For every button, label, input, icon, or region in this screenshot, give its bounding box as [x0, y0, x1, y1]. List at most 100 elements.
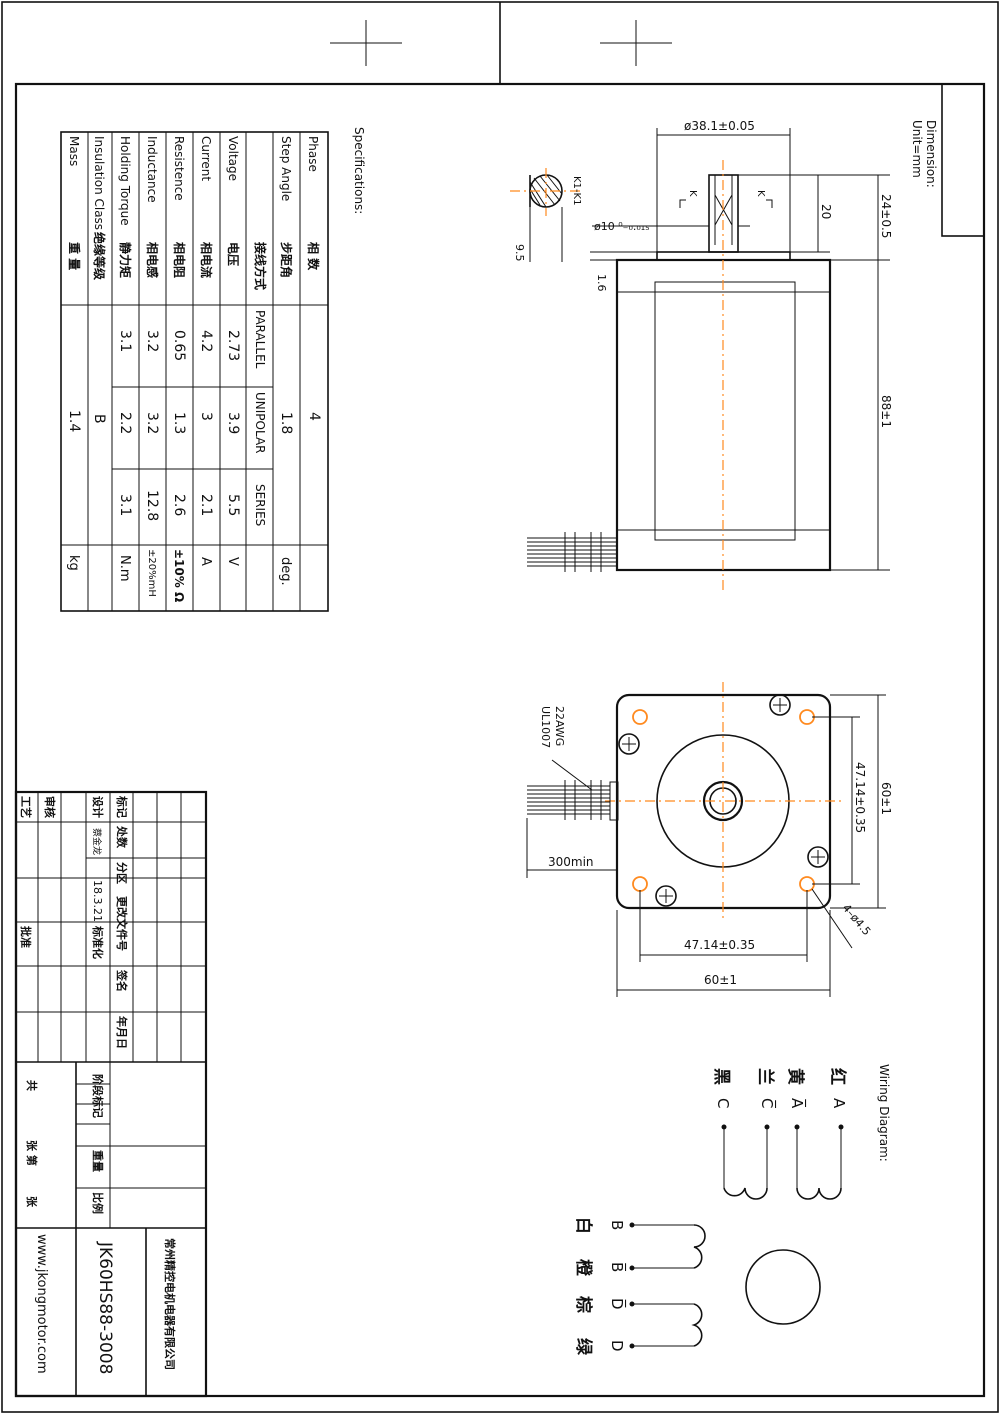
spec-mass-en: Mass — [67, 136, 81, 166]
terminal-a: A — [830, 1098, 848, 1109]
spec-phase-cn: 相 数 — [306, 242, 321, 271]
dim-lead-length: 300min — [548, 855, 594, 869]
spec-wiring-series: SERIES — [253, 484, 267, 526]
tb-label-change-doc: 更改文件号 — [115, 896, 129, 951]
spec-insulation-value: B — [91, 414, 107, 424]
spec-resistance-unit: ±10% Ω — [172, 549, 186, 602]
terminal-cbar: C̅ — [758, 1098, 777, 1109]
spec-insulation-en: Insulation Class — [92, 136, 106, 230]
mount-hole-tr — [799, 709, 815, 725]
spec-wiring-parallel: PARALLEL — [253, 310, 267, 369]
dim-body-length: 88±1 — [879, 395, 893, 428]
wire-color-c: 黑 — [711, 1068, 731, 1085]
terminal-c: C — [714, 1098, 732, 1108]
spec-resistance-series: 2.6 — [171, 494, 187, 516]
rotor-symbol — [745, 1249, 821, 1325]
mount-hole-br — [799, 876, 815, 892]
spec-resistance-parallel: 0.65 — [171, 330, 187, 361]
terminal-bbar: B̅ — [608, 1262, 627, 1272]
spec-torque-series: 3.1 — [117, 494, 133, 516]
section-label: K1-K1 — [571, 176, 582, 205]
dim-shaft-length: 24±0.5 — [879, 194, 893, 238]
terminal-b: B — [608, 1220, 626, 1230]
dimension-label: Dimension: — [924, 120, 938, 188]
spec-inductance-series: 12.8 — [144, 490, 160, 521]
spec-torque-unit: N.m — [117, 555, 132, 582]
spec-current-parallel: 4.2 — [198, 330, 214, 352]
dim-flange-diameter: ø38.1±0.05 — [684, 119, 755, 133]
terminal-abar: A̅ — [788, 1098, 807, 1109]
spec-phase-en: Phase — [306, 136, 320, 172]
spec-inductance-en: Inductance — [145, 136, 159, 203]
company-website: www.jkongmotor.com — [34, 1234, 49, 1374]
spec-inductance-unipolar: 3.2 — [144, 412, 160, 434]
spec-resistance-unipolar: 1.3 — [171, 412, 187, 434]
motor-front-view — [526, 682, 886, 997]
dim-body-height: 60±1 — [879, 782, 893, 815]
tb-label-zone: 分区 — [115, 862, 129, 884]
spec-mass-value: 1.4 — [66, 410, 82, 432]
spec-current-unipolar: 3 — [198, 412, 214, 421]
spec-current-cn: 相电流 — [199, 242, 214, 278]
wire-color-bbar: 橙 — [573, 1259, 594, 1277]
dim-body-width: 60±1 — [704, 973, 737, 987]
tb-role-standard: 标准化 — [91, 925, 105, 959]
company-name: 常州精控电机电器有限公司 — [163, 1238, 177, 1370]
wiring-title: Wiring Diagram: — [877, 1064, 891, 1162]
spec-voltage-unipolar: 3.9 — [225, 412, 241, 434]
dim-flange-thickness: 1.6 — [595, 274, 608, 292]
spec-torque-en: Holding Torque — [118, 136, 132, 226]
motor-side-view — [527, 128, 890, 590]
model-number: JK60HS88-3008 — [95, 1241, 115, 1374]
unit-label: Unit=mm — [910, 120, 924, 178]
screw-icon — [618, 694, 829, 907]
tb-sheet-no: 张 第 — [25, 1140, 39, 1166]
wire-color-b: 白 — [573, 1217, 594, 1234]
spec-mass-cn: 重 量 — [67, 242, 82, 270]
spec-inductance-unit: ±20%mH — [146, 549, 157, 597]
tb-weight: 重量 — [91, 1150, 105, 1172]
tb-role-review: 审核 — [43, 796, 57, 818]
tb-label-mark: 标记 — [115, 795, 129, 818]
terminal-dbar: D̅ — [608, 1298, 627, 1310]
wiring-diagram — [629, 1124, 844, 1349]
section-k-right: K — [755, 190, 766, 197]
dim-flat-length: 20 — [819, 204, 833, 219]
spec-current-en: Current — [199, 136, 213, 181]
terminal-d: D — [608, 1340, 626, 1352]
spec-current-unit: A — [198, 557, 213, 566]
spec-resistance-cn: 相电阻 — [172, 242, 187, 278]
mount-hole-bl — [632, 876, 648, 892]
spec-step-value: 1.8 — [278, 412, 294, 434]
spec-torque-unipolar: 2.2 — [117, 412, 133, 434]
tb-stage-mark: 阶段标记 — [91, 1074, 105, 1118]
mount-hole-tl — [632, 709, 648, 725]
wire-color-d: 绿 — [573, 1338, 594, 1356]
tb-designer: 蔡金龙 — [91, 828, 103, 855]
spec-voltage-unit: V — [225, 557, 240, 566]
dim-hole-pitch-y: 47.14±0.35 — [853, 762, 867, 833]
spec-voltage-parallel: 2.73 — [225, 330, 241, 361]
wire-type: UL1007 — [539, 706, 552, 748]
wire-color-dbar: 棕 — [573, 1296, 594, 1313]
tb-sheet-total: 共 — [25, 1080, 39, 1091]
dim-hole-pitch-x: 47.14±0.35 — [684, 938, 755, 952]
spec-step-en: Step Angle — [279, 136, 293, 201]
tb-label-count: 处数 — [115, 825, 129, 849]
wire-color-cbar: 兰 — [755, 1068, 776, 1085]
dim-flat-depth: 9.5 — [513, 244, 526, 262]
spec-resistance-en: Resistence — [172, 136, 186, 201]
spec-torque-cn: 静力矩 — [118, 242, 133, 278]
spec-insulation-cn: 绝缘等级 — [92, 232, 107, 280]
spec-inductance-parallel: 3.2 — [144, 330, 160, 352]
spec-wiring-cn: 接线方式 — [253, 242, 268, 290]
tb-scale: 比例 — [91, 1192, 105, 1214]
title-block — [14, 790, 208, 1398]
wire-gauge: 22AWG — [553, 706, 566, 746]
spec-wiring-unipolar: UNIPOLAR — [253, 392, 267, 454]
spec-table — [60, 131, 329, 612]
tb-date: 18.3.21 — [91, 880, 104, 922]
spec-voltage-series: 5.5 — [225, 494, 241, 516]
